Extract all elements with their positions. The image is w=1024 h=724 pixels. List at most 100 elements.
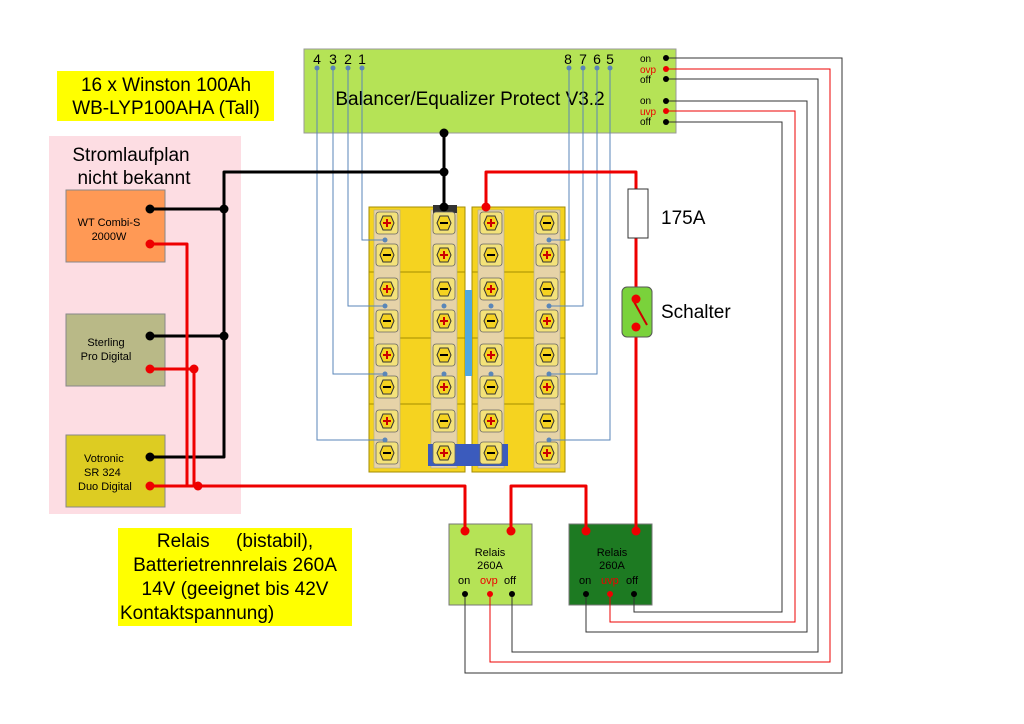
junction-dot [509, 591, 515, 597]
sense-tap [382, 237, 388, 243]
junction-dot [481, 202, 491, 212]
balancer-pin-3: 3 [329, 51, 337, 67]
sense-wire [316, 68, 385, 441]
bal-out-ovp: ovp [640, 65, 657, 76]
junction-dot [462, 591, 468, 597]
bal-out-on-1: on [640, 54, 651, 65]
relay-right-uvp: uvp [601, 575, 619, 587]
relay-note-box [118, 528, 352, 626]
positive-wire [150, 242, 189, 486]
junction-dot [663, 55, 669, 61]
sense-tap [359, 65, 365, 71]
sense-tap [566, 65, 572, 71]
main-switch [621, 286, 653, 338]
sense-tap [314, 65, 320, 71]
junction-dot [145, 331, 155, 341]
charger3-line1: Votronic [84, 453, 124, 465]
fuse-label: 175A [661, 208, 706, 229]
junction-dot [583, 591, 589, 597]
junction-dot [193, 481, 203, 491]
balancer-pin-7: 7 [579, 51, 587, 67]
junction-dot [219, 204, 229, 214]
junction-dot [460, 526, 470, 536]
relay-note-line1: Relais (bistabil), [157, 531, 313, 552]
junction-dots [145, 55, 669, 597]
charger-wt-combi [65, 189, 166, 263]
relay-left-on: on [458, 575, 470, 587]
relay-right-line2: 260A [599, 560, 625, 572]
sense-tap [546, 371, 552, 377]
strom-note-line1: Stromlaufplan [72, 145, 189, 166]
sense-tap [488, 303, 494, 309]
balancer-box [303, 48, 677, 134]
sense-wire [332, 68, 385, 375]
junction-dot [145, 239, 155, 249]
junction-dot [506, 526, 516, 536]
sense-wire [549, 68, 611, 441]
battery-pack [368, 205, 566, 473]
relay-note-line2: Batterietrennrelais 260A [133, 555, 337, 576]
sense-tap [330, 65, 336, 71]
sense-tap [345, 65, 351, 71]
junction-dot [581, 526, 591, 536]
balancer-pin-5: 5 [606, 51, 614, 67]
positive-wire [150, 484, 467, 531]
sense-tap [488, 371, 494, 377]
balance-sense-wires [314, 57, 843, 674]
title-box [57, 71, 274, 121]
junction-dot [145, 452, 155, 462]
sense-tap [441, 371, 447, 377]
junction-dot [145, 364, 155, 374]
control-wire [511, 78, 819, 653]
balancer-pin-4: 4 [313, 51, 321, 67]
sense-wire [361, 68, 385, 241]
control-wire [489, 68, 831, 663]
junction-dot [663, 76, 669, 82]
relay-right-line1: Relais [597, 547, 628, 559]
sense-tap [580, 65, 586, 71]
charger1-line2: 2000W [92, 231, 127, 243]
sense-tap [546, 303, 552, 309]
charger3-line3: Duo Digital [78, 481, 132, 493]
charger2-line1: Sterling [87, 337, 124, 349]
junction-dot [189, 364, 199, 374]
control-wire [633, 121, 783, 613]
junction-dot [663, 98, 669, 104]
junction-dot [663, 119, 669, 125]
bal-out-off-2: off [640, 117, 651, 128]
junction-dot [439, 128, 449, 138]
title-line1: 16 x Winston 100Ah [81, 75, 251, 96]
sense-wire [347, 68, 385, 307]
relay-left-ovp: ovp [480, 575, 498, 587]
fuse-175a [627, 188, 649, 239]
sense-wire [549, 68, 570, 241]
junction-dot [631, 526, 641, 536]
relay-right-off: off [626, 575, 639, 587]
control-wire [609, 110, 796, 623]
sense-tap [382, 371, 388, 377]
junction-dot [145, 204, 155, 214]
junction-dot [631, 322, 641, 332]
balancer-pin-1: 1 [358, 51, 366, 67]
power-wires [150, 133, 638, 531]
balancer-pin-8: 8 [564, 51, 572, 67]
charger1-line1: WT Combi-S [78, 217, 141, 229]
junction-dot [439, 202, 449, 212]
sense-tap [546, 437, 552, 443]
relay-left-line1: Relais [475, 547, 506, 559]
charger2-line2: Pro Digital [81, 351, 132, 363]
junction-dot [631, 294, 641, 304]
bal-out-off-1: off [640, 75, 651, 86]
junction-dot [219, 331, 229, 341]
bal-out-on-2: on [640, 96, 651, 107]
relay-left-line2: 260A [477, 560, 503, 572]
sense-wire [549, 68, 598, 375]
charger3-line2: SR 324 [84, 467, 121, 479]
junction-dot [145, 481, 155, 491]
switch-label: Schalter [661, 302, 731, 323]
sense-tap [441, 303, 447, 309]
junction-dot [439, 167, 449, 177]
balancer-title: Balancer/Equalizer Protect V3.2 [335, 89, 604, 110]
strom-note-line2: nicht bekannt [77, 168, 191, 189]
